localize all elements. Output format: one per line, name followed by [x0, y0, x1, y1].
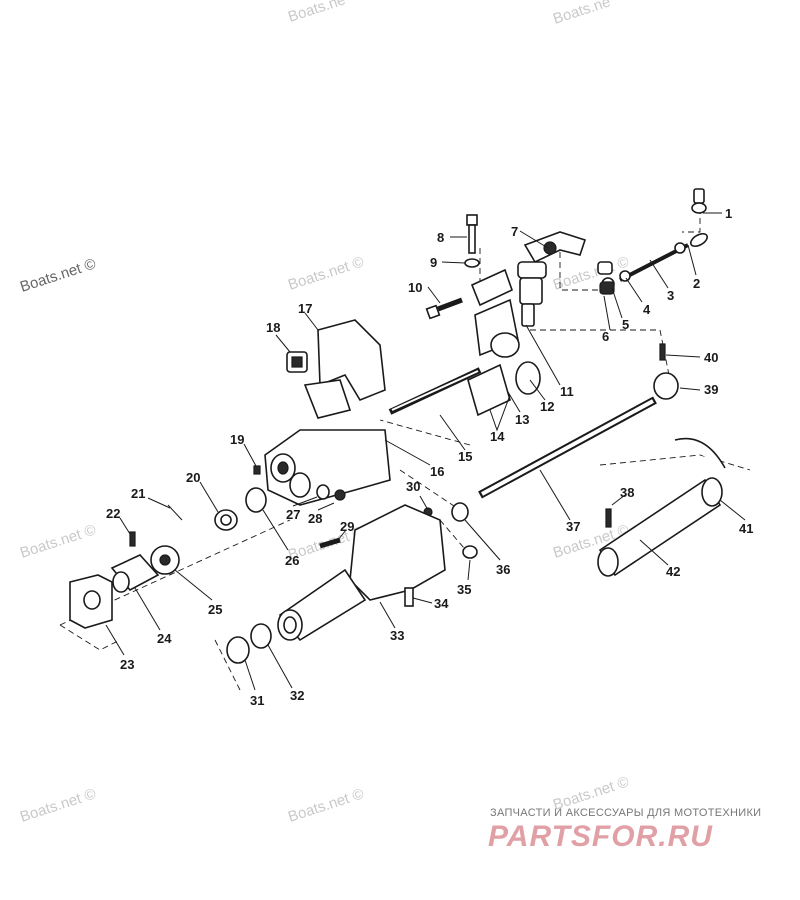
callout-39: 39	[704, 382, 718, 397]
callout-33: 33	[390, 628, 404, 643]
part-housing	[264, 429, 391, 506]
watermark: Boats.ne	[551, 0, 613, 28]
callout-37: 37	[566, 519, 580, 534]
callout-40: 40	[704, 350, 718, 365]
callout-35: 35	[457, 582, 471, 597]
part-end-plate	[69, 574, 113, 629]
part-upper-bracket	[303, 319, 386, 419]
part-ring	[245, 487, 267, 513]
callout-4: 4	[643, 302, 651, 317]
callout-2: 2	[693, 276, 700, 291]
part-coupler	[110, 554, 160, 593]
part-shift-shaft	[388, 367, 482, 415]
part-lower-housing	[277, 504, 446, 642]
callout-42: 42	[666, 564, 680, 579]
callout-24: 24	[157, 631, 172, 646]
callout-1: 1	[725, 206, 732, 221]
callout-22: 22	[106, 506, 120, 521]
part-seal	[250, 623, 272, 649]
callout-8: 8	[437, 230, 444, 245]
callout-36: 36	[496, 562, 510, 577]
callout-12: 12	[540, 399, 554, 414]
callout-5: 5	[622, 317, 629, 332]
callout-29: 29	[340, 519, 354, 534]
callout-32: 32	[290, 688, 304, 703]
callout-38: 38	[620, 485, 634, 500]
callout-25: 25	[208, 602, 222, 617]
part-pin	[129, 531, 136, 547]
brand-tagline: ЗАПЧАСТИ И АКСЕССУАРЫ ДЛЯ МОТОТЕХНИКИ	[490, 807, 762, 819]
part-shaft-collar	[653, 372, 679, 400]
leader-lines	[105, 212, 746, 691]
callout-23: 23	[120, 657, 134, 672]
part-spring	[167, 504, 183, 521]
watermark: Boats.net ©	[18, 521, 98, 561]
part-cap	[286, 351, 308, 373]
assembly-guides	[59, 208, 751, 691]
watermark: Boats.net ©	[18, 255, 98, 295]
brand-logo: PARTSFOR.RU	[488, 820, 713, 853]
callout-6: 6	[602, 329, 609, 344]
callout-41: 41	[739, 521, 753, 536]
part-gear	[150, 545, 180, 575]
part-screw	[319, 537, 341, 549]
callout-9: 9	[430, 255, 437, 270]
callout-10: 10	[408, 280, 422, 295]
callout-labels: 1 2 3 4 5 6 7 8 9 10 11 12 13 14 15 16 1…	[106, 206, 753, 708]
watermark: Boats.net ©	[551, 253, 631, 293]
callout-3: 3	[667, 288, 674, 303]
callout-27: 27	[286, 507, 300, 522]
part-bushing	[214, 509, 238, 531]
part-nut	[316, 484, 330, 500]
callout-11: 11	[560, 384, 574, 399]
watermark: Boats.net ©	[286, 785, 366, 825]
callout-14: 14	[490, 429, 505, 444]
part-o-ring	[226, 636, 250, 664]
part-set-screw	[253, 465, 261, 475]
callout-19: 19	[230, 432, 244, 447]
part-ball-joint	[690, 188, 708, 248]
part-drive-shaft	[478, 396, 657, 499]
watermark: Boats.net ©	[286, 253, 366, 293]
part-roll-pin	[605, 508, 612, 528]
part-washer	[334, 489, 346, 501]
part-tube	[597, 437, 726, 577]
part-clevis	[597, 261, 615, 295]
part-bolts	[425, 214, 480, 320]
callout-30: 30	[406, 479, 420, 494]
callout-16: 16	[430, 464, 444, 479]
callout-26: 26	[285, 553, 299, 568]
callout-20: 20	[186, 470, 200, 485]
part-pin-small	[659, 343, 666, 361]
callout-31: 31	[250, 693, 264, 708]
callout-15: 15	[458, 449, 472, 464]
callout-34: 34	[434, 596, 449, 611]
callout-21: 21	[131, 486, 145, 501]
part-bolt-head	[462, 545, 478, 559]
watermark: Boats.ne	[286, 0, 348, 26]
callout-18: 18	[266, 320, 280, 335]
part-bolt	[404, 587, 414, 607]
parts	[69, 188, 726, 664]
part-shift-lever	[517, 231, 587, 327]
part-shaft-bushing	[451, 502, 469, 522]
callout-17: 17	[298, 301, 312, 316]
callout-7: 7	[511, 224, 518, 239]
callout-28: 28	[308, 511, 322, 526]
watermark: Boats.net ©	[18, 785, 98, 825]
callout-13: 13	[515, 412, 529, 427]
